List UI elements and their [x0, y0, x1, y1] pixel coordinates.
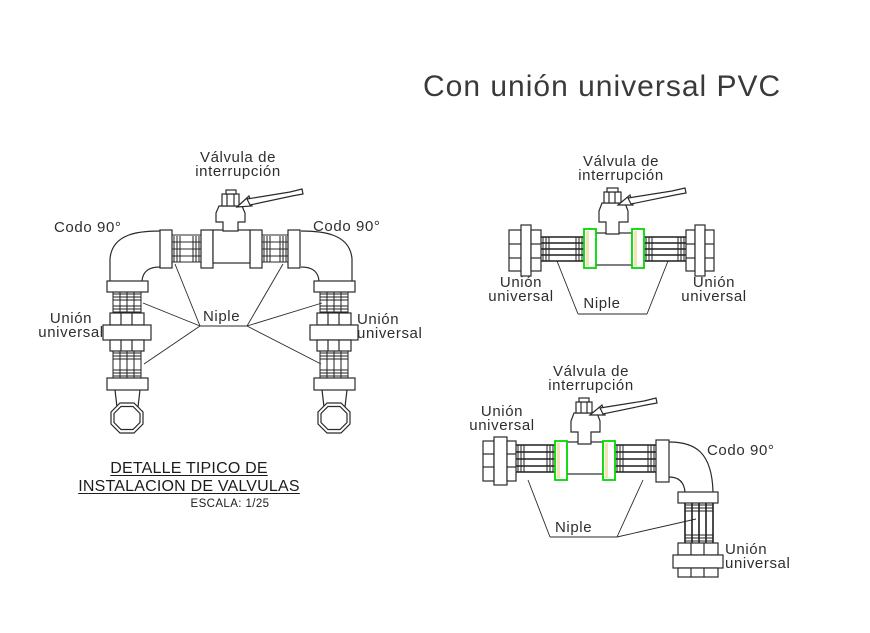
valve-label-line2: interrupción: [548, 377, 634, 394]
tee-fitting: [595, 232, 633, 266]
union-universal-left: [482, 436, 517, 486]
vertical-niple-pipe: [684, 503, 714, 543]
tee-fitting: [212, 229, 251, 264]
caption-line2: INSTALACION DE VALVULAS: [78, 478, 300, 495]
shutoff-valve: [598, 187, 687, 235]
union-label-line2: universal: [469, 417, 535, 434]
top-right-union-right-label: Unión universal: [681, 274, 747, 305]
niple-leader-lines: [556, 260, 669, 315]
valve-handle-lever: [627, 187, 687, 205]
union-universal-right: [685, 224, 715, 277]
valve-handle-lever: [599, 397, 658, 415]
union-label-line2: universal: [357, 325, 423, 342]
union-label-line2: universal: [488, 288, 554, 305]
shutoff-valve: [215, 188, 304, 232]
left-niple-label: Niple: [203, 308, 241, 325]
elbow-90-left: [109, 230, 161, 282]
left-union-left-label: Unión universal: [38, 310, 104, 341]
top-right-union-left-label: Unión universal: [488, 274, 554, 305]
union-universal-coupling: [309, 312, 359, 352]
elbow-90-right: [668, 441, 714, 493]
highlighted-coupling-right: [602, 440, 616, 481]
union-universal-coupling: [102, 312, 152, 352]
highlighted-coupling-left: [554, 440, 568, 481]
valve-label-line1: Válvula de: [582, 153, 660, 170]
bottom-right-codo-90-label: Codo 90°: [707, 442, 775, 459]
top-right-niple-label: Niple: [583, 295, 621, 312]
top-right-valve-assembly: [508, 187, 715, 315]
elbow-90-right: [300, 230, 353, 282]
horizontal-niple-pipes: [516, 444, 656, 473]
vertical-branch-right: [309, 280, 359, 434]
valve-label-line2: interrupción: [578, 167, 664, 184]
left-codo-90-right-label: Codo 90°: [313, 218, 381, 235]
bottom-right-niple-label: Niple: [555, 519, 593, 536]
hex-cap: [110, 402, 144, 434]
bottom-right-union-bottom-label: Unión universal: [725, 541, 791, 572]
pipe-flange: [655, 439, 670, 483]
union-label-line1: Unión: [692, 274, 736, 291]
valve-label-line1: Válvula de: [199, 149, 277, 166]
bottom-right-valve-assembly: [482, 397, 724, 578]
union-label-line2: universal: [681, 288, 747, 305]
union-universal-bottom: [672, 542, 724, 578]
pipe-flange: [677, 491, 719, 504]
page-title: Con unión universal PVC: [423, 70, 782, 103]
hex-cap: [317, 402, 351, 434]
union-label-line2: universal: [38, 324, 104, 341]
left-codo-90-left-label: Codo 90°: [54, 219, 122, 236]
union-label-line1: Unión: [49, 310, 93, 327]
valve-label-line1: Válvula de: [552, 363, 630, 380]
niple-leader-lines: [527, 479, 697, 538]
caption-line1: DETALLE TIPICO DE: [110, 460, 268, 477]
union-label-line2: universal: [725, 555, 791, 572]
highlighted-coupling-right: [631, 228, 645, 269]
vertical-branch-left: [102, 280, 152, 434]
niple-leader-lines: [142, 263, 323, 365]
valve-label-line2: interrupción: [195, 163, 281, 180]
bottom-right-union-top-left-label: Unión universal: [469, 403, 535, 434]
pipe-flanges: [159, 229, 301, 269]
horizontal-niple-pipes: [541, 236, 686, 262]
valve-handle-lever: [246, 188, 304, 206]
union-label-line1: Unión: [499, 274, 543, 291]
union-label-line1: Unión: [480, 403, 524, 420]
tee-fitting: [566, 441, 604, 475]
union-label-line1: Unión: [357, 311, 400, 328]
shutoff-valve: [570, 397, 658, 445]
left-union-right-label: Unión universal: [357, 311, 423, 342]
top-right-valve-label: Válvula de interrupción: [578, 153, 664, 184]
left-valve-assembly: [102, 188, 359, 434]
caption-scale: ESCALA: 1/25: [190, 498, 270, 510]
bottom-right-valve-label: Válvula de interrupción: [548, 363, 634, 394]
horizontal-niple-pipes: [172, 234, 288, 263]
left-valve-label: Válvula de interrupción: [195, 149, 281, 180]
highlighted-coupling-left: [583, 228, 597, 269]
union-label-line1: Unión: [725, 541, 768, 558]
union-universal-left: [508, 224, 542, 277]
